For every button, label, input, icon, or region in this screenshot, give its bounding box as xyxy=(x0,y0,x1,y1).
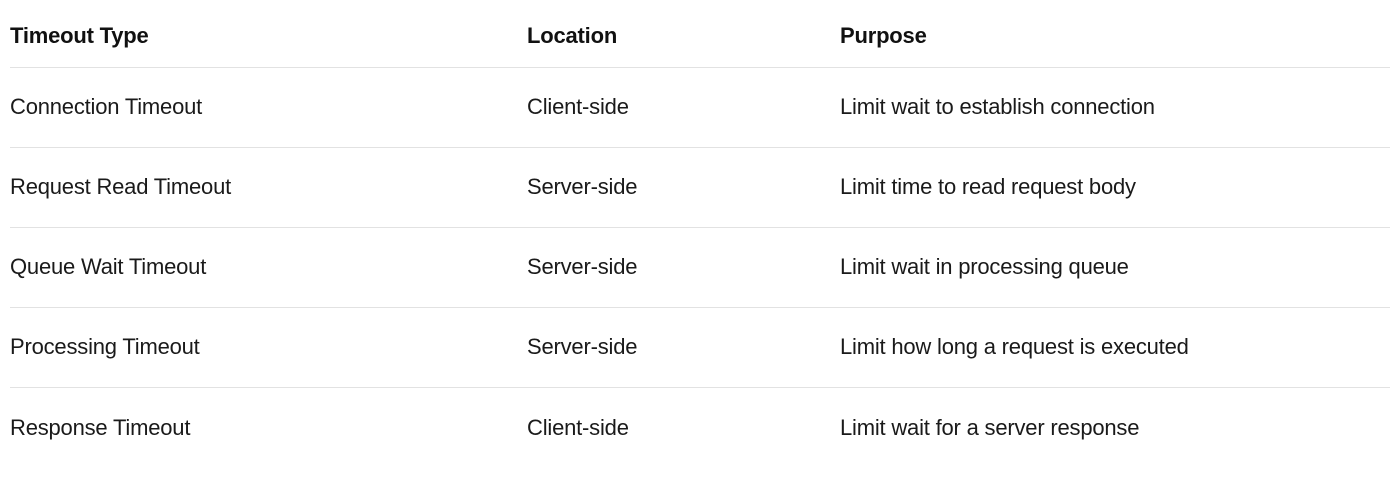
cell-purpose: Limit how long a request is executed xyxy=(840,334,1189,360)
table-row-processing-timeout: Processing Timeout Server-side Limit how… xyxy=(10,308,1390,388)
cell-purpose: Limit wait in processing queue xyxy=(840,254,1129,280)
table-header-row: Timeout Type Location Purpose xyxy=(10,0,1390,68)
table-row-connection-timeout: Connection Timeout Client-side Limit wai… xyxy=(10,68,1390,148)
cell-timeout-type: Response Timeout xyxy=(10,414,191,440)
cell-location: Server-side xyxy=(527,254,638,280)
column-header-timeout-type: Timeout Type xyxy=(10,23,149,49)
cell-timeout-type: Processing Timeout xyxy=(10,334,200,360)
table-row-request-read-timeout: Request Read Timeout Server-side Limit t… xyxy=(10,148,1390,228)
cell-purpose: Limit wait for a server response xyxy=(840,414,1140,440)
cell-purpose: Limit wait to establish connection xyxy=(840,94,1155,120)
table-row-queue-wait-timeout: Queue Wait Timeout Server-side Limit wai… xyxy=(10,228,1390,308)
cell-location: Client-side xyxy=(527,414,629,440)
timeout-types-table: Timeout Type Location Purpose Connection… xyxy=(10,0,1390,468)
cell-purpose: Limit time to read request body xyxy=(840,174,1136,200)
cell-timeout-type: Connection Timeout xyxy=(10,94,203,120)
cell-location: Server-side xyxy=(527,334,638,360)
table-row-response-timeout: Response Timeout Client-side Limit wait … xyxy=(10,388,1390,468)
column-header-location: Location xyxy=(527,23,618,49)
cell-timeout-type: Queue Wait Timeout xyxy=(10,254,207,280)
column-header-purpose: Purpose xyxy=(840,23,927,49)
cell-location: Client-side xyxy=(527,94,629,120)
cell-location: Server-side xyxy=(527,174,638,200)
cell-timeout-type: Request Read Timeout xyxy=(10,174,232,200)
